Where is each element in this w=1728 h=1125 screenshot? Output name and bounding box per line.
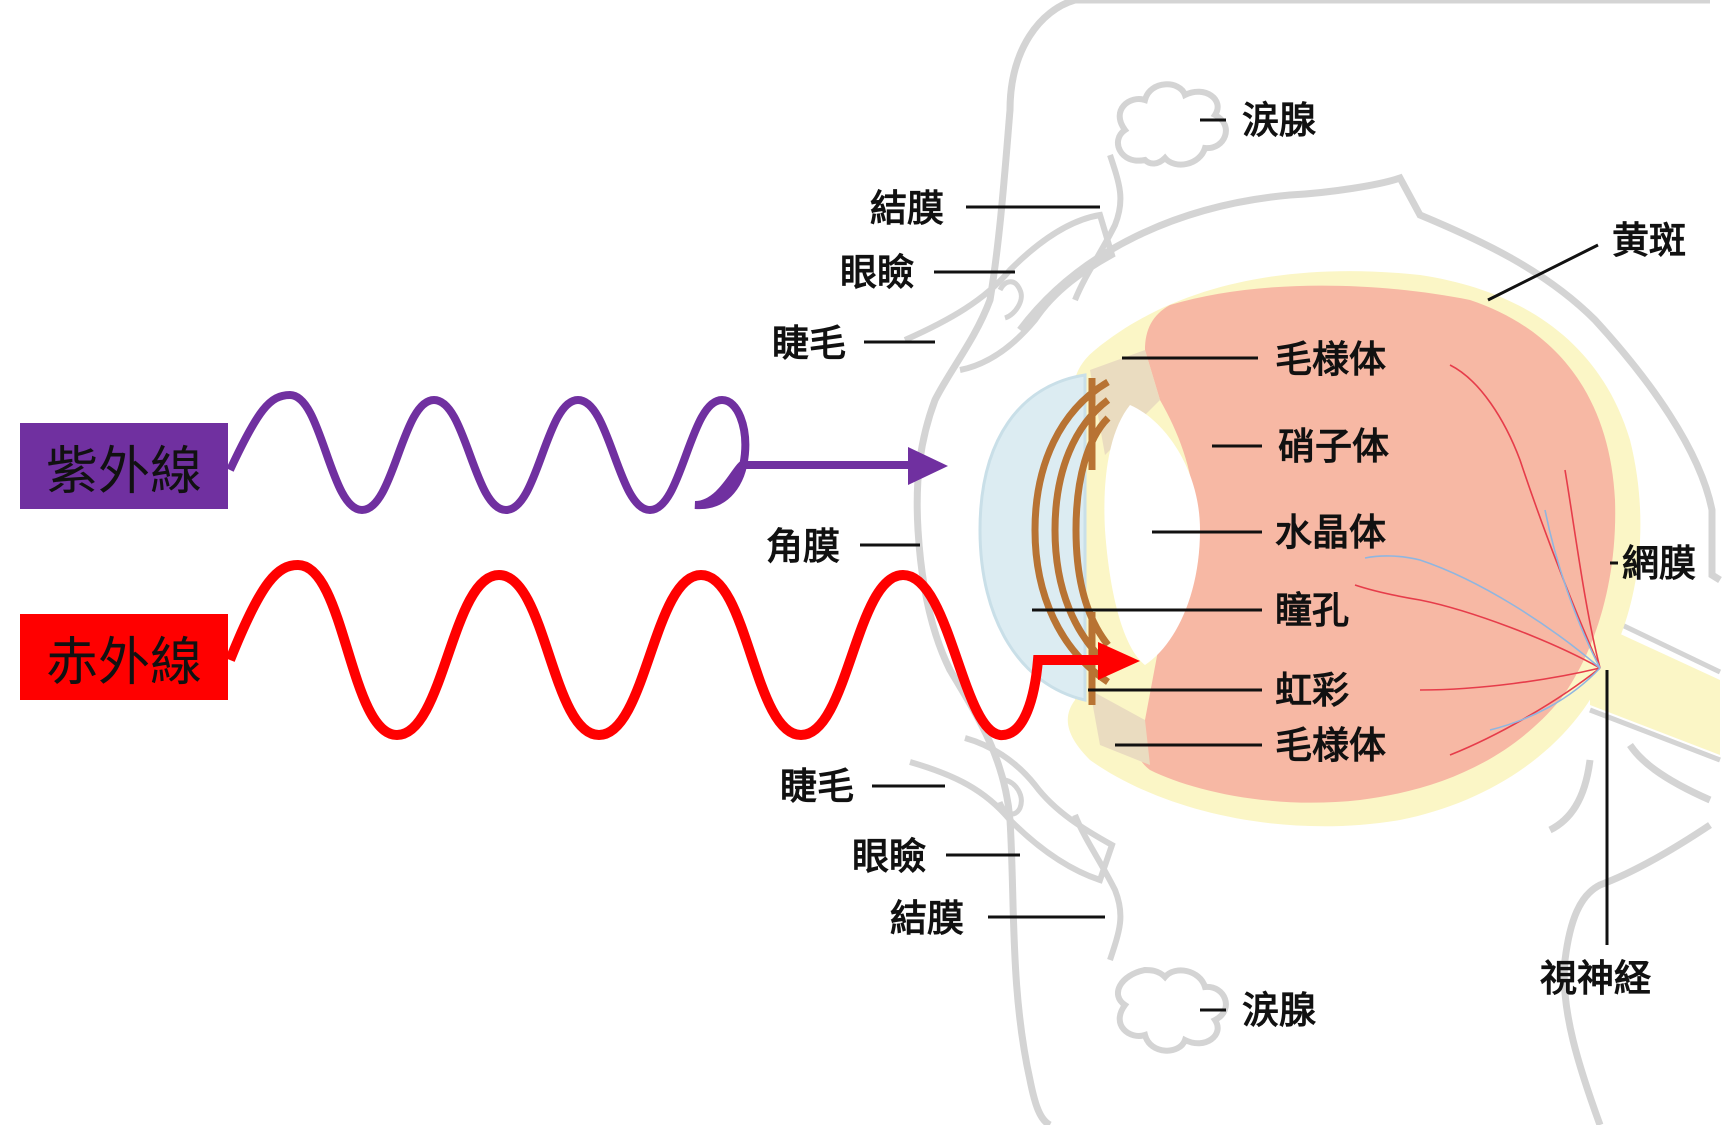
upper-eyelid-fold [997,279,1024,321]
lower-eyelid-fold [997,777,1024,817]
uv-badge: 紫外線 [20,423,228,509]
label-lacrimal-gland-top: 涙腺 [1242,99,1316,142]
lower-eyelid [909,735,1116,884]
lacrimal-gland-top-shape [1114,81,1229,168]
orbit-outline [1017,173,1722,583]
retina-vessels [1354,364,1601,756]
label-lacrimal-gland-bottom: 涙腺 [1242,989,1316,1032]
label-pupil: 瞳孔 [1275,589,1349,632]
lacrimal-gland-bottom-shape [1114,966,1229,1054]
uv-wave [226,390,910,515]
label-conjunctiva-bottom: 結膜 [890,897,964,940]
label-retina: 網膜 [1622,542,1696,585]
label-iris: 虹彩 [1275,669,1349,712]
label-eyelid-top: 眼瞼 [840,251,914,294]
ir-arrowhead [1098,642,1140,680]
label-optic-nerve: 視神経 [1540,957,1651,1000]
orbit-outline-lower [1560,822,1712,1125]
head-outline [913,0,1710,1125]
upper-eyelid [903,211,1116,373]
uv-arrowhead [908,447,948,485]
ir-badge: 赤外線 [20,614,228,700]
upper-duct [1072,154,1124,302]
lens-shape [1104,405,1200,665]
label-ciliary-body-top: 毛様体 [1275,338,1386,381]
uv-label: 紫外線 [45,441,202,502]
ciliary-body-top-shape [1090,350,1160,455]
label-ciliary-body-bottom: 毛様体 [1275,724,1386,767]
label-eyelash-top: 睫毛 [772,322,846,365]
vitreous-body-shape [1136,285,1616,803]
label-vitreous-body: 硝子体 [1278,425,1389,468]
leader-lines [860,118,1618,1012]
label-conjunctiva-top: 結膜 [870,187,944,230]
nerve-outline [1548,742,1712,834]
iris-shape [1031,378,1111,705]
label-eyelid-bottom: 眼瞼 [852,835,926,878]
label-cornea: 角膜 [766,525,840,568]
label-lens: 水晶体 [1275,511,1386,554]
optic-nerve-sheath [1590,620,1720,755]
label-eyelash-bottom: 睫毛 [780,765,854,808]
lower-duct [1072,813,1124,961]
label-macula: 黄斑 [1612,219,1686,262]
ir-label: 赤外線 [45,632,202,693]
ir-wave [225,559,1100,741]
